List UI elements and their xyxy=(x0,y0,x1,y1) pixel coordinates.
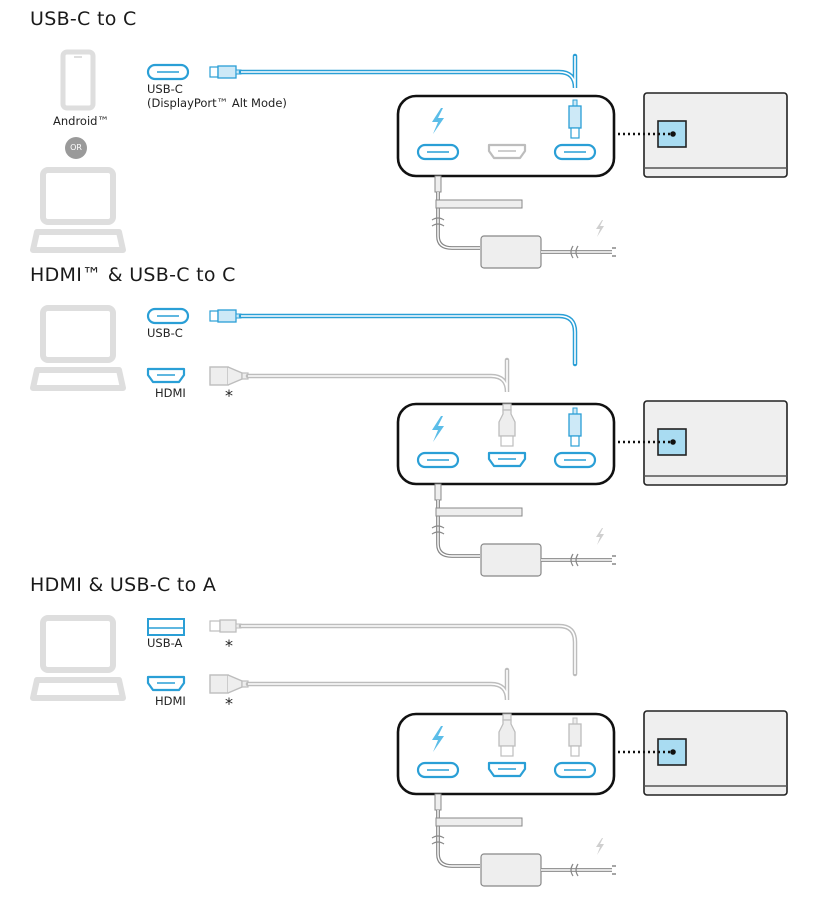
hub-port-power xyxy=(416,761,460,779)
plug-prongs xyxy=(612,247,616,257)
section-title: USB-C to C xyxy=(30,8,137,30)
asterisk-note: * xyxy=(225,636,233,655)
source-port-usb-a xyxy=(147,618,185,636)
hub-plug-hdmi xyxy=(498,713,516,757)
cable-usb-a xyxy=(238,623,578,677)
hub-port-usb-c xyxy=(553,143,597,161)
hub-port-usb-c xyxy=(553,451,597,469)
source-port-hdmi xyxy=(146,367,186,384)
section-hdmi-usb-c-to-c: HDMI™ & USB-C to C USB-C HDMI * xyxy=(0,260,820,580)
section-title: HDMI & USB-C to A xyxy=(30,574,217,596)
power-adapter xyxy=(431,483,616,577)
laptop-icon xyxy=(30,615,126,701)
cable-plug-hdmi xyxy=(209,366,249,386)
hub-plug-hdmi xyxy=(498,403,516,447)
source-port-label: HDMI xyxy=(155,386,186,400)
diagram-canvas xyxy=(30,305,788,577)
cable-hdmi xyxy=(245,667,510,701)
cable-clip xyxy=(435,507,523,517)
cable-plug-usb-c xyxy=(209,65,242,79)
hub xyxy=(396,94,616,178)
lightning-icon xyxy=(432,416,444,442)
diagram-canvas xyxy=(30,615,788,887)
asterisk-note: * xyxy=(225,694,233,713)
hub-port-usb-c xyxy=(553,761,597,779)
hub-plug-usb-c xyxy=(568,99,582,139)
hub-plug-usb-a xyxy=(568,717,582,757)
section-usb-c-to-c: USB-C to C Android™ OR USB-C (DisplayPort™ … xyxy=(0,0,820,270)
cable-plug-usb-a xyxy=(209,619,242,633)
power-adapter xyxy=(431,793,616,887)
source-port-usb-c xyxy=(146,307,190,325)
mains-lightning-icon xyxy=(596,528,604,545)
break-mark xyxy=(431,525,445,535)
cable-usb-c xyxy=(238,313,578,367)
source-port-hdmi xyxy=(146,675,186,692)
laptop-icon xyxy=(30,167,126,253)
or-badge: OR xyxy=(65,137,87,159)
hub-port-power xyxy=(416,143,460,161)
phone-label: Android™ xyxy=(53,114,109,128)
asterisk-note: * xyxy=(225,386,233,405)
source-port-label: USB-C xyxy=(147,326,183,340)
hub-plug-usb-c xyxy=(568,407,582,447)
break-mark xyxy=(431,217,445,227)
phone-icon xyxy=(60,49,96,111)
display xyxy=(618,710,788,796)
mains-lightning-icon xyxy=(596,220,604,237)
hub-port-hdmi xyxy=(487,451,527,468)
cable-clip xyxy=(435,817,523,827)
hub-port-hdmi xyxy=(487,143,527,160)
display xyxy=(618,400,788,486)
laptop-icon xyxy=(30,305,126,391)
display xyxy=(618,92,788,178)
break-mark xyxy=(431,835,445,845)
source-port-label: HDMI xyxy=(155,694,186,708)
lightning-icon xyxy=(432,108,444,134)
lightning-icon xyxy=(432,726,444,752)
mains-lightning-icon xyxy=(596,838,604,855)
section-hdmi-usb-c-to-a: HDMI & USB-C to A USB-A * HDMI * xyxy=(0,570,820,900)
cable-clip xyxy=(435,199,523,209)
hub-port-power xyxy=(416,451,460,469)
adapter-brick xyxy=(480,853,542,887)
cable-plug-usb-c xyxy=(209,309,242,323)
cable-plug-hdmi xyxy=(209,674,249,694)
section-title: HDMI™ & USB-C to C xyxy=(30,264,236,286)
plug-prongs xyxy=(612,865,616,875)
power-adapter xyxy=(431,175,616,269)
source-port-usb-c xyxy=(146,63,190,81)
hub-port-hdmi xyxy=(487,761,527,778)
plug-prongs xyxy=(612,555,616,565)
source-port-label: USB-C (DisplayPort™ Alt Mode) xyxy=(147,82,287,110)
diagram-canvas xyxy=(30,49,788,269)
source-port-label: USB-A xyxy=(147,636,183,650)
